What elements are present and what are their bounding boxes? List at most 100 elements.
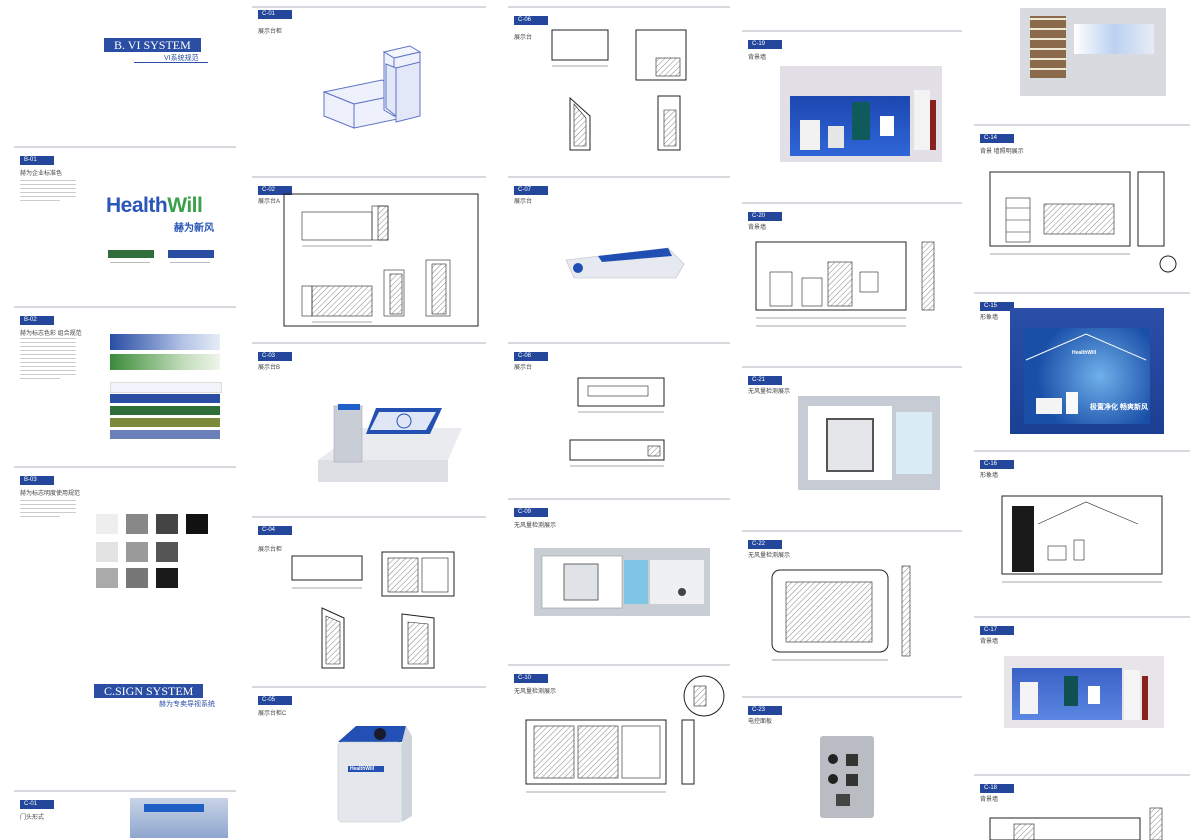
image-wall-drawing (1001, 495, 1163, 583)
page-caption: 展示台柜C (258, 711, 287, 717)
page-caption: 门头形式 (20, 815, 45, 821)
wall-plaque-render (565, 247, 685, 279)
page-tag: C-06 (514, 16, 548, 25)
page-tag: C-14 (980, 134, 1014, 143)
page-c14: C-14 背景 墙照明展示 (974, 124, 1190, 286)
page-c01: C-01 展示台柜 (252, 0, 486, 170)
page-caption: 赫为标志明度使用规范 (20, 491, 81, 497)
page-tag: C-19 (748, 40, 782, 49)
detection-panel-render (534, 548, 710, 616)
counter-c-render (337, 726, 412, 823)
page-tag: C-21 (748, 376, 782, 385)
page-tag: C-03 (258, 352, 292, 361)
page-c19: C-19 背景墙 (742, 30, 962, 196)
page-c02: C-02 展示台A (252, 176, 486, 336)
logo-page: B-01 赫为企业标准色 HealthWill 赫为新风 (14, 146, 236, 302)
page-tag: C-16 (980, 460, 1014, 469)
lighting-wall-drawing (989, 171, 1177, 273)
page-tag: C-22 (748, 540, 782, 549)
page-caption: 展示台A (258, 199, 281, 205)
page-caption: 无风量检测展示 (748, 553, 791, 559)
page-c04: C-04 展示台柜 (252, 508, 486, 680)
background-wall-drawing-2 (989, 807, 1163, 840)
page-tag: C-23 (748, 706, 782, 715)
page-tag: C-01 (20, 800, 54, 809)
page-tag: C-01 (258, 10, 292, 19)
plaque-elevations-drawing (569, 377, 665, 467)
page-c08: C-08 展示台 (508, 342, 730, 492)
detection-panel-drawing (525, 675, 725, 793)
page-c06: C-06 展示台 (508, 0, 730, 170)
sign-system-subtitle: 赫为专卖导视系统 (159, 701, 215, 708)
vi-system-subtitle: VI系统规范 (164, 55, 199, 62)
page-c20: C-20 背景墙 (742, 202, 962, 360)
vi-system-cover: B. VI SYSTEM VI系统规范 (14, 0, 236, 140)
page-tag: C-18 (980, 784, 1014, 793)
page-caption: 形象墙 (980, 473, 999, 479)
brand-logo-cn: 赫为新风 (174, 223, 214, 234)
page-caption: 背景墙 (980, 639, 999, 645)
page-caption: 背景 墙照明展示 (980, 149, 1024, 155)
page-tag: C-08 (514, 352, 548, 361)
page-caption: 无风量检测展示 (514, 523, 557, 529)
page-c18: C-18 背景墙 (974, 774, 1190, 840)
page-caption: 赫为标志色彩 组合规范 (20, 331, 82, 337)
page-c05: C-05 展示台柜C HealthWill (252, 686, 486, 840)
wall-slogan: 极置净化 畅爽新风 (1090, 404, 1148, 411)
page-tag: C-09 (514, 508, 548, 517)
display-cabinet-3d (322, 45, 422, 129)
page-c15: C-15 形象墙 HealthWill 极置净化 畅爽新风 (974, 292, 1190, 444)
display-counter-drawing (283, 193, 479, 327)
page-caption: 电控面板 (748, 719, 773, 725)
brand-logo: HealthWill (106, 194, 203, 217)
door-page: C-01 门头形式 (14, 790, 236, 840)
vi-system-title: B. VI SYSTEM (104, 38, 201, 52)
product-logo: HealthWill (350, 766, 375, 772)
page-tag: C-10 (514, 674, 548, 683)
page-tag: B-01 (20, 156, 54, 165)
sign-system-title: C.SIGN SYSTEM (94, 684, 204, 698)
page-caption: 形象墙 (980, 315, 999, 321)
page-c10: C-10 无风量检测展示 (508, 664, 730, 840)
page-c22: C-22 无风量检测展示 (742, 530, 962, 690)
page-c03: C-03 展示台B (252, 342, 486, 502)
mono-usage-page: B-03 赫为标志明度使用规范 (14, 466, 236, 622)
page-caption: 展示台柜 (258, 547, 283, 553)
page-tag: C-15 (980, 302, 1014, 311)
page-tag: C-17 (980, 626, 1014, 635)
cabinet-elevations-drawing (291, 551, 455, 669)
detection-wall-drawing (771, 565, 911, 661)
page-caption: 无风量检测展示 (748, 389, 791, 395)
page-c14-top (974, 0, 1190, 118)
page-tag: C-02 (258, 186, 292, 195)
page-caption: 背景墙 (748, 55, 767, 61)
page-c09: C-09 无风量检测展示 (508, 498, 730, 658)
side-views-drawing (551, 29, 687, 151)
wall-logo: HealthWill (1072, 350, 1097, 356)
page-tag: C-20 (748, 212, 782, 221)
sign-system-cover: C.SIGN SYSTEM 赫为专卖导视系统 (14, 628, 236, 784)
display-table-render (318, 404, 462, 482)
page-c07: C-07 展示台 (508, 176, 730, 336)
page-c21: C-21 无风量检测展示 (742, 366, 962, 524)
page-caption: 展示台柜 (258, 29, 283, 35)
background-wall-drawing (755, 241, 935, 327)
page-caption: 背景墙 (980, 797, 999, 803)
page-caption: 展示台 (514, 365, 533, 371)
page-caption: 赫为企业标准色 (20, 171, 63, 177)
page-c23: C-23 电控面板 (742, 696, 962, 840)
page-tag: B-02 (20, 316, 54, 325)
page-tag: C-07 (514, 186, 548, 195)
page-caption: 展示台 (514, 199, 533, 205)
page-caption: 展示台B (258, 365, 281, 371)
page-tag: C-05 (258, 696, 292, 705)
page-caption: 展示台 (514, 35, 533, 41)
page-c17: C-17 背景墙 (974, 616, 1190, 768)
page-tag: C-04 (258, 526, 292, 535)
page-tag: B-03 (20, 476, 54, 485)
house-outline-icon (1025, 333, 1147, 361)
green-gradient-swatches (110, 354, 220, 370)
page-caption: 无风量检测展示 (514, 689, 557, 695)
color-combination-page: B-02 赫为标志色彩 组合规范 (14, 306, 236, 462)
blue-gradient-swatches (110, 334, 220, 350)
